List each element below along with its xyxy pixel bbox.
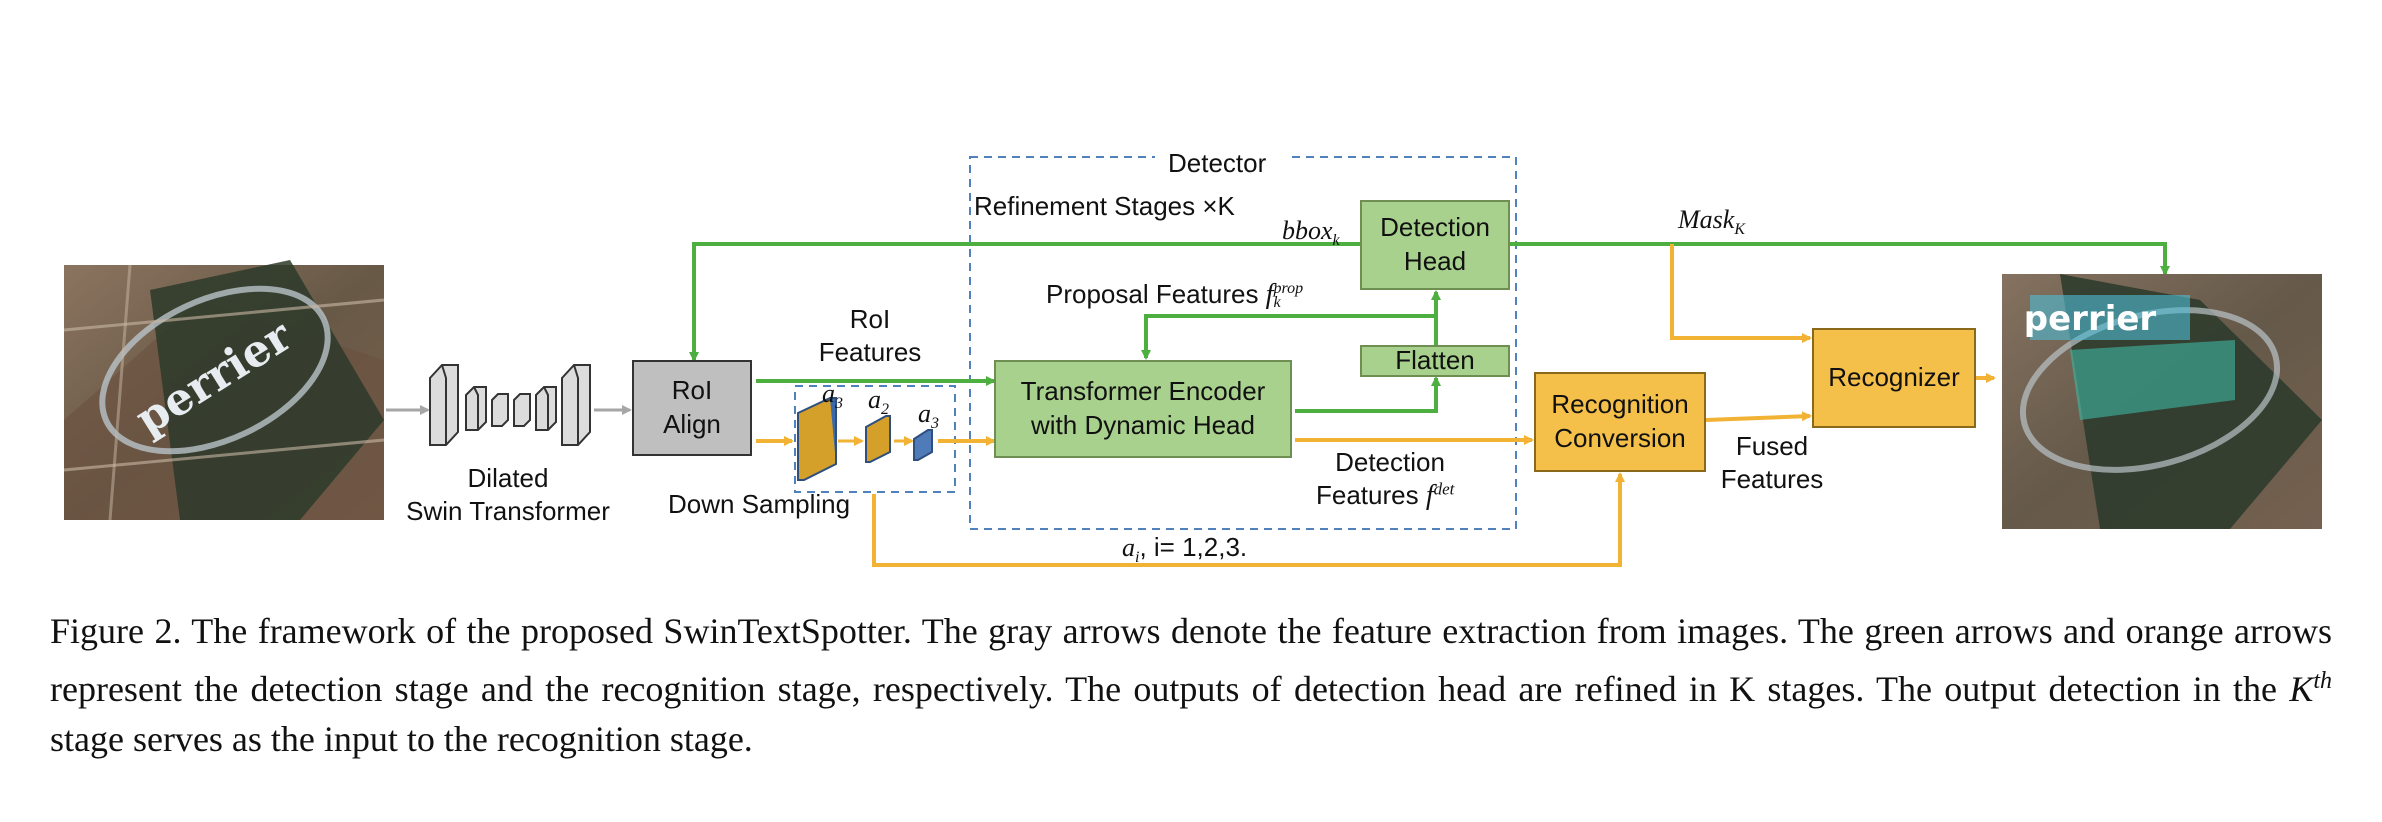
detector-title: Detector <box>1168 148 1267 178</box>
detection-head-box: Detection Head <box>1360 200 1510 290</box>
orange-arrow-ai-to-conversion <box>872 472 1625 567</box>
output-image-label: perrier <box>2024 299 2157 339</box>
recognizer-box: Recognizer <box>1812 328 1976 428</box>
orange-arrow-mask-to-recognizer <box>1670 244 1812 343</box>
fused-features-label: Fused Features <box>1720 431 1824 494</box>
detection-features-line2: Features fdet <box>1316 479 1455 511</box>
swin-backbone-icon <box>429 364 591 446</box>
input-image <box>63 260 385 521</box>
transformer-encoder-box: Transformer Encoder with Dynamic Head <box>994 360 1292 458</box>
a-first-label: a3 <box>822 379 843 413</box>
down-sampling-label: Down Sampling <box>668 489 851 519</box>
figure-caption: Figure 2. The framework of the proposed … <box>50 611 2332 759</box>
green-arrow-transformer-to-flatten <box>1295 376 1441 413</box>
ai-label: ai, i= 1,2,3. <box>1122 532 1248 567</box>
a-third-label: a3 <box>918 399 939 433</box>
detector-title-mask <box>1155 143 1290 173</box>
bbox-label: bboxk <box>1282 216 1340 250</box>
downsampled-feature-blocks <box>797 397 933 481</box>
a-second-label: a2 <box>868 385 889 419</box>
refinement-stages-label: Refinement Stages ×K <box>974 191 1235 221</box>
green-arrow-bbox-to-roi <box>689 242 1364 362</box>
orange-arrow-fused-features <box>1705 411 1812 422</box>
detection-features-line1: Detection <box>1335 447 1445 477</box>
recognition-conversion-box: Recognition Conversion <box>1534 372 1706 472</box>
mask-label: MaskK <box>1678 205 1745 239</box>
roi-align-box: RoI Align <box>632 360 752 456</box>
green-arrow-proposal-features <box>1141 314 1436 360</box>
flatten-box: Flatten <box>1360 345 1510 377</box>
roi-features-label: RoI Features <box>818 304 922 367</box>
output-image <box>2002 274 2322 529</box>
backbone-label: Dilated Swin Transformer <box>406 463 610 526</box>
green-arrow-mask-to-output <box>1510 242 2170 276</box>
